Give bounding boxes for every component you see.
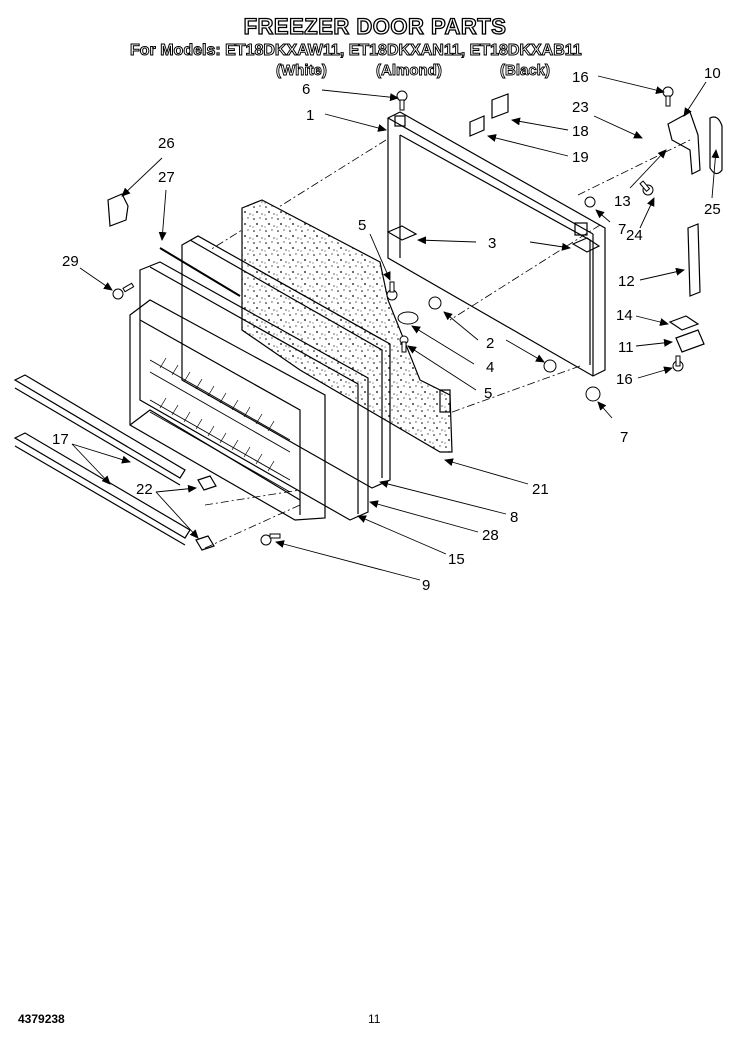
trim-cap-upper: [197, 475, 217, 491]
callout-22: 22: [136, 481, 153, 498]
callout-19: 19: [572, 149, 589, 166]
callout-15: 15: [448, 551, 465, 568]
callout-29: 29: [62, 253, 79, 270]
panel-21-tab: [439, 389, 451, 413]
outer-door-frame: [386, 111, 606, 377]
page-title: FREEZER DOOR PARTS: [243, 13, 507, 39]
callout-7b: 7: [620, 429, 628, 446]
rod-27: [159, 247, 241, 297]
callout-17: 17: [52, 431, 69, 448]
callout-5b: 5: [484, 385, 492, 402]
callout-28: 28: [482, 527, 499, 544]
callout-3: 3: [488, 235, 496, 252]
callout-25: 25: [704, 201, 721, 218]
page-number: 11: [368, 1012, 381, 1026]
callout-16: 16: [572, 69, 589, 86]
leader-lines: [71, 75, 720, 581]
callout-16b: 16: [616, 371, 633, 388]
door-gasket-layers: [139, 235, 391, 521]
callout-18: 18: [572, 123, 589, 140]
door-handle: [687, 223, 701, 297]
callout-23: 23: [572, 99, 589, 116]
model-list: For Models: ET18DKXAW11, ET18DKXAN11, ET…: [130, 42, 583, 60]
callout-2: 2: [486, 335, 494, 352]
variant-almond: (Almond): [376, 62, 443, 80]
inner-door-liner: [129, 299, 326, 521]
plate-18: [491, 93, 509, 119]
clip-26: [107, 193, 129, 227]
callout-24: 24: [626, 227, 643, 244]
plate-19: [469, 115, 485, 137]
callout-21: 21: [532, 481, 549, 498]
callout-27: 27: [158, 169, 175, 186]
bracket-11: [675, 329, 705, 353]
callout-14: 14: [616, 307, 633, 324]
callout-1: 1: [306, 107, 314, 124]
fasteners: [112, 86, 684, 546]
callout-26: 26: [158, 135, 175, 152]
callout-11: 11: [618, 339, 634, 356]
document-number: 4379238: [18, 1012, 65, 1026]
hinge-cover: [709, 116, 723, 175]
insulation-panel: [241, 199, 453, 453]
variant-white: (White): [276, 62, 328, 80]
callout-7: 7: [618, 221, 626, 238]
callout-12: 12: [618, 273, 635, 290]
callout-5: 5: [358, 217, 366, 234]
variant-black: (Black): [500, 62, 551, 80]
callout-10: 10: [704, 65, 721, 82]
alignment-lines: [204, 139, 691, 549]
callout-8: 8: [510, 509, 518, 526]
shelf-trims: [13, 374, 191, 546]
callout-6: 6: [302, 81, 310, 98]
callout-13: 13: [614, 193, 631, 210]
trim-cap-lower: [195, 535, 215, 551]
callout-9: 9: [422, 577, 430, 594]
callout-numbers: 6 1 18 19 16 10 23 13 26 27 5 3 7 24 25 …: [52, 65, 721, 594]
bracket-14: [668, 315, 700, 331]
callout-4: 4: [486, 359, 494, 376]
